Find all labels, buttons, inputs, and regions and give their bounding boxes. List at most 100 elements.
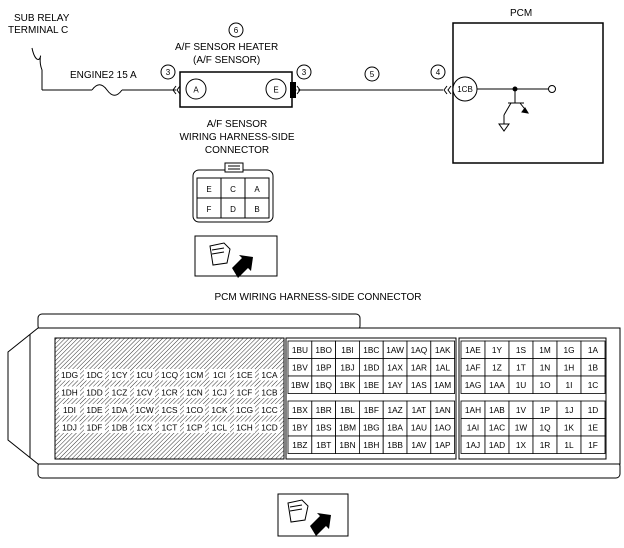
pin-1br: 1BR — [316, 405, 332, 415]
pin-cell-1cn — [184, 386, 205, 398]
pin-1aj: 1AJ — [466, 440, 480, 450]
pin-cell-1ce — [234, 369, 255, 381]
sensor-name-line2: (A/F SENSOR) — [193, 55, 260, 66]
pin-cell-1di — [59, 404, 80, 416]
pin-cell-1cy — [109, 369, 130, 381]
pin-1bz: 1BZ — [292, 440, 307, 450]
terminal-e-circle — [265, 78, 287, 100]
pin-cell-1cf — [234, 386, 255, 398]
pin-1cr: 1CR — [161, 387, 178, 397]
pin-cell-1f — [580, 435, 606, 454]
pin-1k: 1K — [564, 422, 575, 432]
wire-lines — [31, 47, 452, 96]
pin-1ay: 1AY — [388, 380, 404, 390]
pin-1by: 1BY — [292, 422, 308, 432]
pin-1ce: 1CE — [236, 370, 253, 380]
pin-1bi: 1BI — [341, 345, 353, 355]
pin-1cy: 1CY — [111, 370, 128, 380]
pin-cell-1c — [580, 375, 606, 394]
pin-1ax: 1AX — [387, 362, 403, 372]
pin-1cj: 1CJ — [212, 387, 227, 397]
pin-1s: 1S — [516, 345, 527, 355]
pin-1ba: 1BA — [387, 422, 403, 432]
pin-1cz: 1CZ — [112, 387, 128, 397]
pin-1bo: 1BO — [315, 345, 332, 355]
pin-cell-1cu — [134, 369, 155, 381]
pin-1q: 1Q — [539, 422, 551, 432]
pin-1h: 1H — [564, 362, 575, 372]
pin-1bb: 1BB — [387, 440, 403, 450]
terminal-a-circle — [185, 78, 207, 100]
pin-1al: 1AL — [435, 362, 450, 372]
pin-cell-1co — [184, 404, 205, 416]
pin-cell-1cv — [134, 386, 155, 398]
pin-1m: 1M — [539, 345, 551, 355]
pin-1bj: 1BJ — [340, 362, 354, 372]
pin-1b: 1B — [588, 362, 599, 372]
sub-relay-label-line1: SUB RELAY — [14, 13, 70, 24]
pin-cell-1ap — [430, 435, 455, 454]
pin-cell-1cb — [259, 386, 280, 398]
pin-1am: 1AM — [434, 380, 451, 390]
pin-1dd: 1DD — [86, 387, 103, 397]
sensor-box-tab — [290, 82, 296, 98]
pin-1j: 1J — [565, 405, 574, 415]
pin-1bg: 1BG — [363, 422, 380, 432]
transistor-symbol — [477, 85, 556, 132]
pin-1z: 1Z — [492, 362, 502, 372]
pin-1cm: 1CM — [186, 370, 204, 380]
pcm-box — [452, 22, 604, 164]
pin-1at: 1AT — [412, 405, 427, 415]
pin-1bh: 1BH — [363, 440, 379, 450]
sensor-name-line1: A/F SENSOR HEATER — [175, 42, 278, 53]
pin-1ak: 1AK — [435, 345, 451, 355]
sub-relay-lead — [31, 47, 43, 90]
terminal-e-label: E — [273, 86, 278, 95]
pin-1ab: 1AB — [489, 405, 505, 415]
pin-1bk: 1BK — [340, 380, 356, 390]
sensor-pin-a: A — [254, 185, 260, 194]
pin-1cn: 1CN — [186, 387, 203, 397]
fuse-label: ENGINE2 15 A — [70, 70, 137, 81]
sensor-pin-b: B — [254, 205, 259, 214]
pin-1ai: 1AI — [467, 422, 479, 432]
pin-cell-1df — [84, 421, 105, 433]
pin-1an: 1AN — [435, 405, 451, 415]
pin-1n: 1N — [540, 362, 551, 372]
pin-1dh: 1DH — [61, 387, 78, 397]
sensor-pin-e: E — [206, 185, 211, 194]
pin-1cf: 1CF — [237, 387, 253, 397]
pin-1bs: 1BS — [316, 422, 332, 432]
pin-cell-1de — [84, 404, 105, 416]
wire-marker-3-left: 3 — [166, 68, 171, 77]
pin-1p: 1P — [540, 405, 551, 415]
pin-cell-1dc — [84, 369, 105, 381]
hand-connector-icon-bottom — [277, 493, 349, 537]
pin-1av: 1AV — [411, 440, 427, 450]
pin-1dc: 1DC — [86, 370, 103, 380]
pin-cell-1dh — [59, 386, 80, 398]
pin-1cp: 1CP — [186, 422, 203, 432]
pin-1e: 1E — [588, 422, 599, 432]
pin-1ae: 1AE — [465, 345, 481, 355]
pin-1db: 1DB — [111, 422, 128, 432]
pin-cell-1ci — [209, 369, 230, 381]
pin-1y: 1Y — [492, 345, 503, 355]
pin-cell-1cd — [259, 421, 280, 433]
pin-1ao: 1AO — [434, 422, 451, 432]
pin-1cv: 1CV — [136, 387, 153, 397]
pin-1r: 1R — [540, 440, 551, 450]
pin-1co: 1CO — [186, 405, 204, 415]
pin-1x: 1X — [516, 440, 527, 450]
pin-1t: 1T — [516, 362, 526, 372]
pin-1de: 1DE — [86, 405, 103, 415]
pin-1aw: 1AW — [386, 345, 404, 355]
pin-1ct: 1CT — [162, 422, 178, 432]
pin-1cw: 1CW — [135, 405, 154, 415]
pin-1ap: 1AP — [435, 440, 451, 450]
pin-1cb: 1CB — [261, 387, 278, 397]
pin-cell-1ct — [159, 421, 180, 433]
pin-cell-1ch — [234, 421, 255, 433]
pin-1bt: 1BT — [316, 440, 331, 450]
